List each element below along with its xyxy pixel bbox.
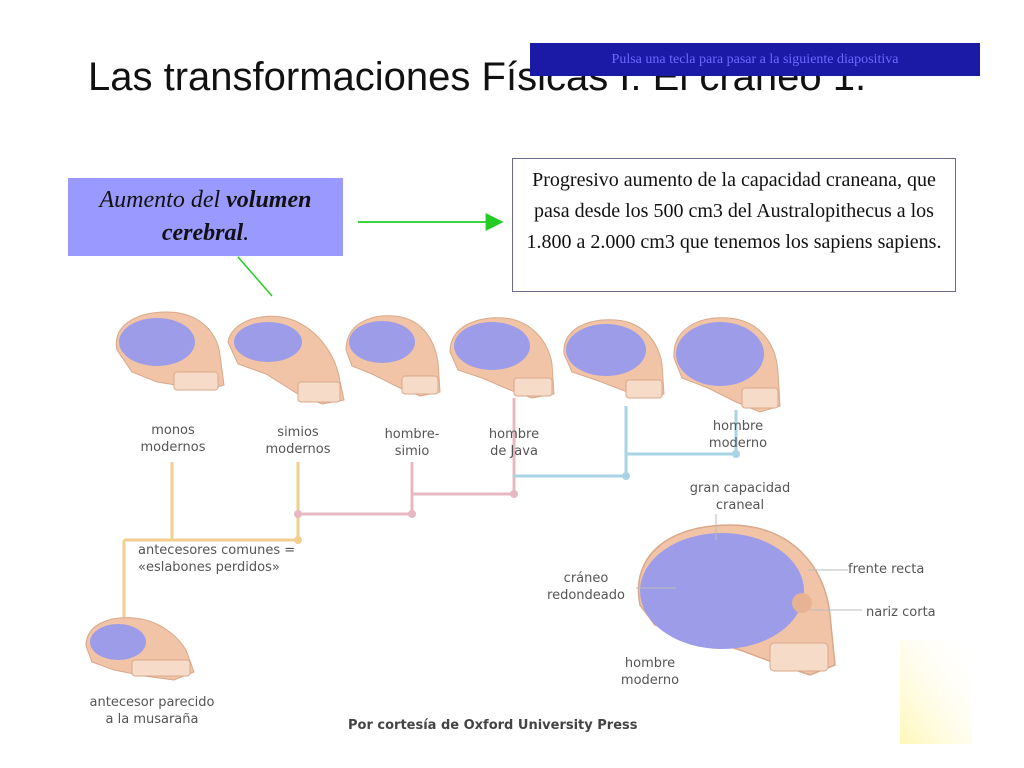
annotation-lines bbox=[636, 514, 862, 611]
skull-simios-modernos bbox=[227, 315, 345, 405]
volume-text-1: Aumento del bbox=[99, 187, 227, 213]
description-box: Progresivo aumento de la capacidad crane… bbox=[512, 158, 956, 292]
label-hombre-moderno-bottom: hombre moderno bbox=[620, 656, 680, 688]
skull-hombre-simio bbox=[345, 315, 441, 397]
skull-antecesor-musarana bbox=[85, 617, 195, 681]
tree-lines bbox=[122, 398, 738, 620]
label-hombre-de-java: hombre de Java bbox=[488, 427, 540, 459]
label-craneo-redondeado: cráneo redondeado bbox=[547, 571, 625, 603]
volume-box: Aumento del volumen cerebral. bbox=[68, 178, 343, 256]
label-antecesor-musarana: antecesor parecido a la musaraña bbox=[89, 695, 215, 727]
corner-glow bbox=[900, 640, 972, 744]
volume-text-bold-1: volumen bbox=[226, 187, 312, 213]
label-hombre-moderno-top: hombre moderno bbox=[708, 419, 768, 451]
volume-text-bold-2: cerebral bbox=[161, 220, 244, 246]
pointer-line bbox=[237, 256, 273, 297]
tree-nodes bbox=[294, 450, 740, 544]
volume-text-2: . bbox=[243, 220, 250, 246]
skull-monos-modernos bbox=[115, 311, 225, 391]
credit-line: Por cortesía de Oxford University Press bbox=[348, 718, 638, 733]
label-antecesores: antecesores comunes = «eslabones perdido… bbox=[138, 543, 296, 575]
label-gran-capacidad: gran capacidad craneal bbox=[689, 481, 791, 513]
label-hombre-simio: hombre- simio bbox=[384, 427, 440, 459]
skull-hombre-moderno-large bbox=[637, 524, 836, 676]
skull-hombre-moderno-top bbox=[673, 317, 781, 413]
label-monos-modernos: monos modernos bbox=[140, 423, 206, 455]
next-slide-banner[interactable]: Pulsa una tecla para pasar a la siguient… bbox=[530, 43, 980, 76]
label-simios-modernos: simios modernos bbox=[265, 425, 331, 457]
label-frente-recta: frente recta bbox=[848, 562, 925, 577]
skull-hombre-de-java bbox=[449, 317, 555, 399]
label-nariz-corta: nariz corta bbox=[866, 605, 936, 620]
skull-intermedio bbox=[563, 319, 665, 399]
